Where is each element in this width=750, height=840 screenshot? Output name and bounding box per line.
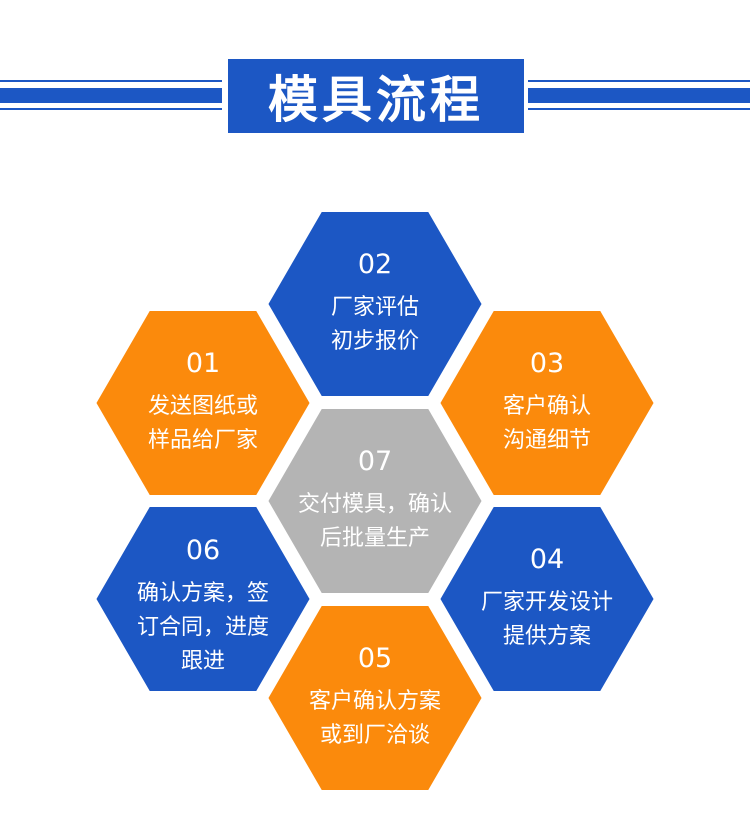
step-text-line: 后批量生产 xyxy=(319,526,430,551)
step-text-line: 客户确认 xyxy=(502,394,591,419)
step-text-line: 提供方案 xyxy=(502,624,591,649)
step-text-line: 沟通细节 xyxy=(502,428,591,453)
step-text-line: 跟进 xyxy=(180,649,225,674)
step-label-04: 04 厂家开发设计提供方案 xyxy=(447,544,647,654)
step-hexagon-07 xyxy=(262,403,488,599)
page-title: 模具流程 xyxy=(228,59,524,133)
step-label-07: 07 交付模具，确认后批量生产 xyxy=(275,446,475,556)
step-hexagon-01 xyxy=(90,305,316,501)
step-text-line: 交付模具，确认 xyxy=(297,492,452,517)
step-number: 05 xyxy=(357,643,393,674)
step-text-line: 初步报价 xyxy=(330,329,419,354)
step-hexagon-03 xyxy=(434,305,660,501)
step-number: 07 xyxy=(357,446,393,477)
step-hexagon-02 xyxy=(262,206,488,402)
step-text-line: 厂家开发设计 xyxy=(480,590,613,615)
step-number: 03 xyxy=(529,348,565,379)
step-text-line: 厂家评估 xyxy=(330,295,419,320)
step-text-line: 样品给厂家 xyxy=(147,428,258,453)
step-text-line: 或到厂洽谈 xyxy=(319,723,430,748)
step-label-03: 03 客户确认沟通细节 xyxy=(447,348,647,458)
step-number: 06 xyxy=(185,535,221,566)
step-text-line: 确认方案，签 xyxy=(136,581,269,606)
step-number: 01 xyxy=(185,348,221,379)
step-label-01: 01 发送图纸或样品给厂家 xyxy=(103,348,303,458)
step-hexagon-06 xyxy=(90,501,316,697)
step-label-02: 02 厂家评估初步报价 xyxy=(275,249,475,359)
step-hexagon-05 xyxy=(262,600,488,796)
step-number: 04 xyxy=(529,544,565,575)
step-hexagon-04 xyxy=(434,501,660,697)
step-number: 02 xyxy=(357,249,393,280)
step-text-line: 发送图纸或 xyxy=(147,394,258,419)
step-text-line: 订合同，进度 xyxy=(136,615,269,640)
step-text-line: 客户确认方案 xyxy=(308,689,441,714)
step-label-05: 05 客户确认方案或到厂洽谈 xyxy=(275,643,475,753)
step-label-06: 06 确认方案，签订合同，进度跟进 xyxy=(103,535,303,679)
